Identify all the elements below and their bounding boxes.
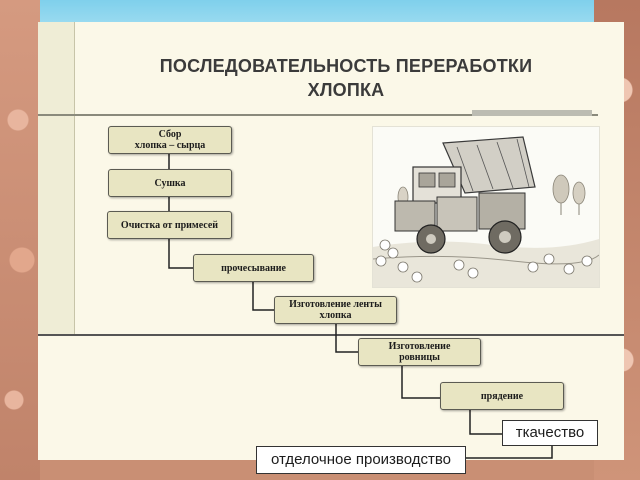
step-spinning: прядение (440, 382, 564, 410)
step-weaving-label: ткачество (515, 424, 585, 441)
step-spinning-label: прядение (480, 390, 524, 402)
step-cleaning: Очистка от примесей (107, 211, 232, 239)
step-sliver-making-line2: хлопка (319, 310, 352, 321)
step-finishing-label: отделочное производство (270, 451, 451, 468)
step-drying: Сушка (108, 169, 232, 197)
step-cotton-harvest-line1: Сбор (158, 129, 182, 140)
title-divider-accent (472, 110, 592, 116)
step-roving-making: Изготовление ровницы (358, 338, 481, 366)
step-roving-making-line2: ровницы (399, 352, 440, 363)
step-roving-making-line1: Изготовление (388, 341, 451, 352)
step-finishing: отделочное производство (256, 446, 466, 474)
cotton-harvester-illustration (372, 126, 600, 288)
step-cotton-harvest-line2: хлопка – сырца (134, 140, 206, 151)
harvester-drawing (372, 127, 600, 287)
step-carding: прочесывание (193, 254, 314, 282)
title-line-1: ПОСЛЕДОВАТЕЛЬНОСТЬ ПЕРЕРАБОТКИ (159, 56, 533, 76)
step-carding-label: прочесывание (221, 262, 286, 274)
background-wall-left (0, 0, 40, 480)
slide-left-gutter (38, 22, 75, 334)
step-sliver-making-line1: Изготовление ленты (289, 299, 382, 310)
step-cotton-harvest: Сбор хлопка – сырца (108, 126, 232, 154)
page-title: ПОСЛЕДОВАТЕЛЬНОСТЬ ПЕРЕРАБОТКИ ХЛОПКА (96, 54, 596, 102)
title-divider (38, 114, 598, 116)
step-weaving: ткачество (502, 420, 598, 446)
content-divider (38, 334, 624, 336)
step-drying-label: Сушка (154, 177, 186, 189)
step-sliver-making: Изготовление ленты хлопка (274, 296, 397, 324)
title-line-2: ХЛОПКА (307, 80, 385, 100)
step-cleaning-label: Очистка от примесей (120, 219, 219, 231)
